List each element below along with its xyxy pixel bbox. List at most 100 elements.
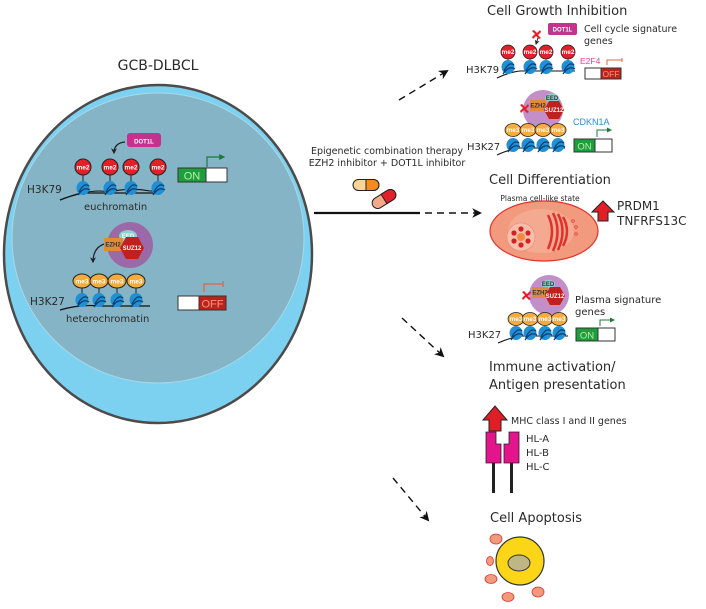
svg-text:me3: me3: [552, 316, 565, 323]
dot1l-badge: [127, 133, 161, 147]
on-switch: ON: [177, 154, 228, 183]
me3-mark: [126, 273, 146, 289]
svg-text:me2: me2: [151, 165, 164, 172]
svg-text:me2: me2: [103, 165, 116, 172]
h3k27-heterochromatin-group: EED EZH2 SUZ12 me3 me3 me3 me3 H3K27 het…: [30, 222, 227, 325]
me2-mark: [500, 44, 516, 60]
on-switch: ON: [580, 331, 594, 342]
me3-mark: [549, 123, 567, 137]
pill-icon-orange: [352, 179, 380, 191]
svg-text:EED: EED: [546, 96, 559, 102]
inhibitor-star-icon: [532, 30, 541, 39]
dot1l-label: DOT1L: [134, 140, 154, 146]
svg-text:SUZ12: SUZ12: [546, 294, 565, 300]
ezh2-subunit: [104, 238, 123, 251]
off-switch: OFF: [603, 69, 620, 79]
svg-text:EZH2: EZH2: [530, 104, 546, 110]
hla-a: HL-A: [526, 434, 549, 445]
differentiation-panel: Cell Differentiation Plasma cell-like st…: [468, 173, 687, 344]
svg-text:DOT1L: DOT1L: [553, 28, 573, 34]
apoptotic-cell-icon: [484, 533, 545, 602]
gene-tnfrfs13c: TNFRFS13C: [616, 214, 687, 228]
svg-text:me3: me3: [506, 127, 519, 134]
me2-mark: [101, 158, 119, 176]
me3-mark: [107, 273, 127, 289]
me2-mark: [149, 158, 167, 176]
growth-inhibition-panel: Cell Growth Inhibition DOT1L Cell cycle …: [466, 4, 677, 156]
hla-b: HL-B: [526, 448, 549, 459]
therapy-line1: Epigenetic combination therapy: [311, 146, 463, 157]
apoptosis-title: Cell Apoptosis: [490, 511, 582, 526]
svg-text:me2: me2: [501, 49, 514, 56]
svg-text:me3: me3: [551, 127, 564, 134]
heterochromatin-label: heterochromatin: [66, 314, 149, 325]
svg-text:ON: ON: [184, 171, 201, 183]
upregulation-arrow-icon: [590, 200, 616, 222]
svg-text:me3: me3: [509, 316, 522, 323]
suz12-subunit: [120, 237, 144, 259]
differentiation-title: Cell Differentiation: [489, 173, 611, 188]
inhibitor-star-icon: [520, 104, 529, 113]
cell-cycle-note-line1: Cell cycle signature: [584, 24, 677, 35]
repression-bar-icon: [606, 58, 623, 65]
svg-text:me3: me3: [523, 316, 536, 323]
svg-text:me3: me3: [521, 127, 534, 134]
me3-marks: me3 me3 me3 me3: [72, 273, 146, 308]
h3k79-label: H3K79: [466, 65, 499, 76]
me2-mark: [560, 44, 576, 60]
svg-text:EED: EED: [542, 282, 555, 288]
gene-prdm1: PRDM1: [617, 199, 660, 213]
plasma-signature-line1: Plasma signature: [575, 295, 661, 306]
transcription-arrow-icon: [596, 127, 612, 137]
svg-text:me3: me3: [536, 127, 549, 134]
immune-title-line2: Antigen presentation: [489, 378, 626, 393]
h3k79-euchromatin-group: DOT1L me2 me2 me2 me2 H3K79 euchromatin …: [27, 133, 228, 213]
h3k27-label: H3K27: [468, 330, 501, 341]
suz12-subunit: [544, 101, 564, 119]
immune-panel: Immune activation/ Antigen presentation …: [481, 360, 627, 493]
on-switch: ON: [577, 142, 591, 153]
h3k79-label: H3K79: [27, 184, 62, 196]
inhibitor-star-icon: [522, 291, 531, 300]
dot1l-badge: [548, 23, 577, 35]
repression-bar-icon: [203, 281, 224, 292]
immune-title-line1: Immune activation/: [489, 360, 616, 375]
therapy-line2: EZH2 inhibitor + DOT1L inhibitor: [309, 158, 466, 169]
svg-text:me3: me3: [92, 279, 105, 286]
me2-mark: [522, 44, 538, 60]
plasma-state-label: Plasma cell-like state: [500, 194, 580, 203]
svg-text:EZH2: EZH2: [532, 291, 548, 297]
dot1l-arrow-icon: [111, 141, 126, 155]
svg-text:me2: me2: [523, 49, 536, 56]
cell-title: GCB-DLBCL: [118, 58, 199, 74]
arrow-to-immune-icon: [401, 317, 445, 358]
svg-text:me2: me2: [561, 49, 574, 56]
svg-text:me3: me3: [129, 279, 142, 286]
off-switch: OFF: [177, 281, 227, 311]
plasma-signature-line2: genes: [575, 307, 605, 318]
e2f4-gene: E2F4: [580, 56, 601, 66]
mhc-receptor-icon: [485, 431, 520, 493]
svg-text:SUZ12: SUZ12: [545, 108, 564, 114]
eed-subunit: [545, 93, 559, 103]
apoptosis-panel: Cell Apoptosis: [484, 511, 582, 602]
transcription-arrow-icon: [599, 317, 615, 326]
svg-text:me3: me3: [75, 279, 88, 286]
svg-text:me2: me2: [76, 165, 89, 172]
me2-mark: [538, 44, 554, 60]
svg-text:me2: me2: [124, 165, 137, 172]
upregulation-arrow-icon: [481, 405, 509, 432]
cell-cycle-note-line2: genes: [584, 36, 613, 47]
growth-title: Cell Growth Inhibition: [487, 4, 627, 19]
cdkn1a-gene: CDKN1A: [573, 117, 610, 127]
pill-icon-red: [371, 189, 397, 209]
me2-mark: [122, 158, 140, 176]
me3-mark: [550, 312, 568, 326]
svg-text:EZH2: EZH2: [105, 243, 121, 249]
me2-mark: [74, 158, 92, 176]
h3k27-label: H3K27: [467, 142, 500, 153]
svg-text:me2: me2: [539, 49, 552, 56]
svg-text:me3: me3: [110, 279, 123, 286]
hla-c: HL-C: [526, 462, 550, 473]
